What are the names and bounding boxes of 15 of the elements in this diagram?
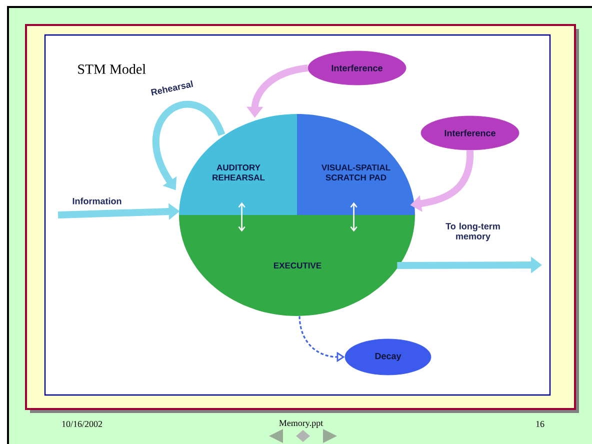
edge-label: Rehearsal	[150, 80, 194, 96]
circle-segment: EXECUTIVE	[179, 215, 415, 316]
arrow	[238, 202, 246, 232]
oval: Interference	[308, 50, 406, 86]
footer-text: 16	[536, 420, 544, 428]
arrow	[350, 202, 358, 232]
slide-title: STM Model	[78, 64, 146, 74]
footer-text: Memory.ppt	[279, 420, 324, 428]
circle-segment: VISUAL-SPATIAL SCRATCH PAD	[297, 114, 415, 215]
edge-label: To long-term memory	[446, 222, 500, 242]
circle-segment: AUDITORY REHEARSAL	[179, 114, 297, 215]
oval: Interference	[420, 116, 520, 150]
oval: Decay	[344, 338, 432, 376]
footer-text: 10/16/2002	[62, 420, 102, 428]
edge-label: Information	[72, 198, 122, 204]
